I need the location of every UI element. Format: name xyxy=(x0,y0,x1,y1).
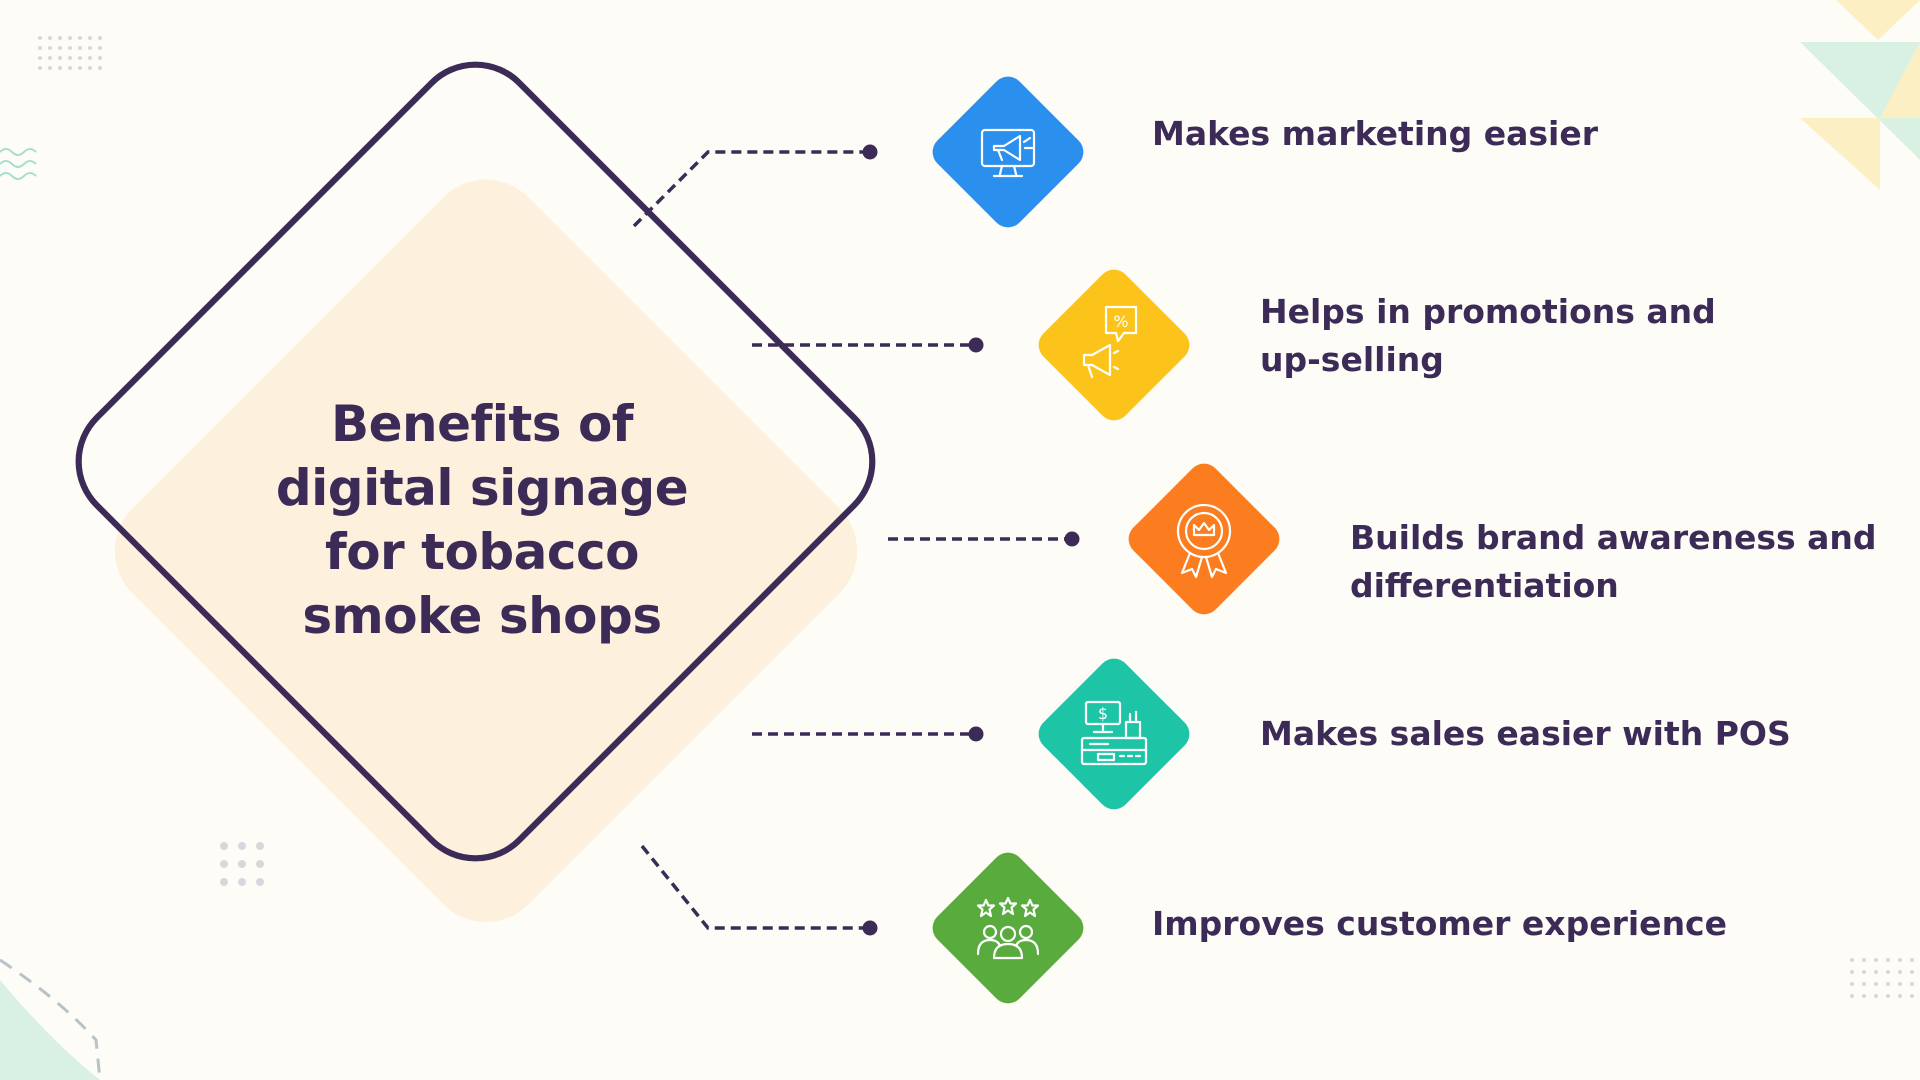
benefit-label-promotions-line-1: Helps in promotions and xyxy=(1260,292,1716,331)
benefit-label-brand-line-1: Builds brand awareness and xyxy=(1350,518,1877,557)
title-line-4: smoke shops xyxy=(302,587,662,645)
award-badge-icon xyxy=(1176,503,1232,579)
benefit-label-customer: Improves customer experience xyxy=(1152,900,1727,948)
benefit-label-marketing-line: Makes marketing easier xyxy=(1152,114,1598,153)
decorative-dot-grid-bottom-right xyxy=(1850,958,1914,998)
diagram-title: Benefits of digital signage for tobacco … xyxy=(232,392,732,648)
pos-register-icon: $ xyxy=(1080,700,1148,766)
central-diamond-outline xyxy=(75,61,876,862)
central-diamond xyxy=(75,61,876,922)
title-line-2: digital signage xyxy=(275,459,689,517)
decorative-dot-grid-top-left xyxy=(38,36,102,70)
benefit-label-promotions: Helps in promotions and up-selling xyxy=(1260,288,1716,384)
svg-text:$: $ xyxy=(1098,704,1108,723)
benefit-icon-diamond-3 xyxy=(1128,463,1280,615)
megaphone-monitor-icon xyxy=(980,128,1036,178)
benefit-label-promotions-line-2: up-selling xyxy=(1260,340,1444,379)
benefit-label-brand-line-2: differentiation xyxy=(1350,566,1619,605)
connector-line-5 xyxy=(640,844,870,930)
connector-dot-2 xyxy=(968,337,984,353)
benefit-label-pos: Makes sales easier with POS xyxy=(1260,710,1791,758)
connector-dot-5 xyxy=(862,920,878,936)
benefit-label-marketing: Makes marketing easier xyxy=(1152,110,1598,158)
benefit-icon-diamond-5 xyxy=(932,852,1084,1004)
central-diamond-shadow xyxy=(114,179,858,922)
benefit-label-pos-line: Makes sales easier with POS xyxy=(1260,714,1791,753)
decorative-corner-bottom-left xyxy=(0,958,102,1080)
benefit-label-brand: Builds brand awareness and differentiati… xyxy=(1350,514,1877,610)
title-line-1: Benefits of xyxy=(330,395,634,453)
decorative-triangles-top-right xyxy=(1800,0,1920,190)
benefit-icon-diamond-4: $ xyxy=(1038,658,1190,810)
connector-dot-3 xyxy=(1064,531,1080,547)
customer-rating-icon xyxy=(976,896,1040,960)
connector-dot-4 xyxy=(968,726,984,742)
connector-line-1 xyxy=(632,150,870,228)
connector-dot-1 xyxy=(862,144,878,160)
icon-diamond-group: %$ xyxy=(932,76,1280,1004)
decorative-dot-grid-bottom-left xyxy=(220,842,264,886)
benefit-icon-diamond-2: % xyxy=(1038,269,1190,421)
connector-group xyxy=(632,144,1080,936)
benefit-label-customer-line: Improves customer experience xyxy=(1152,904,1728,943)
benefit-icon-diamond-1 xyxy=(932,76,1084,228)
decorative-wave-lines xyxy=(0,148,37,180)
svg-text:%: % xyxy=(1113,312,1128,331)
title-line-3: for tobacco xyxy=(324,523,640,581)
promotion-megaphone-icon: % xyxy=(1082,305,1138,379)
